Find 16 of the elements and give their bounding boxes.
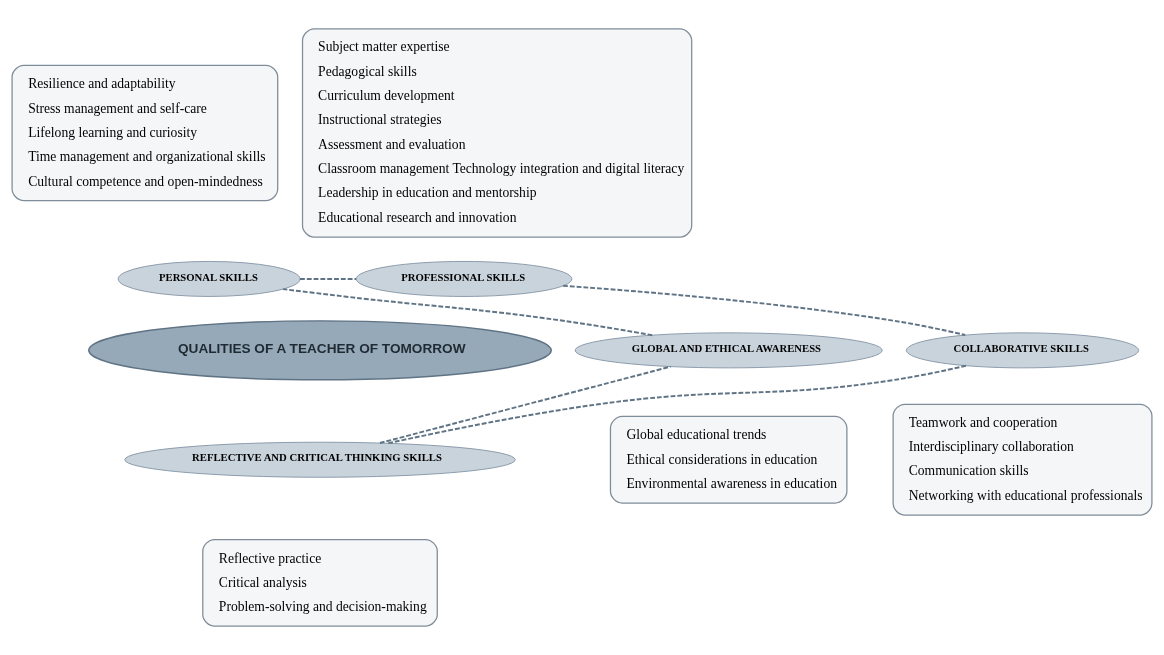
node-ellipse: QUALITIES OF A TEACHER OF TOMORROW	[88, 320, 552, 381]
connector	[282, 288, 654, 337]
node-ellipse: COLLABORATIVE SKILLS	[905, 332, 1140, 369]
node-box: Global educational trends Ethical considerations in education Environmental awareness in education	[609, 415, 848, 504]
node-box: Reflective practice Critical analysis Problem-solving and decision-making	[202, 538, 438, 627]
connector	[387, 364, 967, 445]
node-ellipse: PROFESSIONAL SKILLS	[355, 260, 573, 297]
node-ellipse: REFLECTIVE AND CRITICAL THINKING SKILLS	[124, 441, 516, 478]
node-box: Resilience and adaptability Stress management and self-care Lifelong learning and curiosity Time management and organizational skills Cultural competence and open-mindedness	[11, 64, 279, 202]
node-box: Subject matter expertise Pedagogical skills Curriculum development Instructional strategies Assessment and evaluation Classroom management Technology integration and digital literacy Leadership in education and mentorship Educational research and innovation	[301, 28, 693, 238]
connector	[299, 277, 358, 280]
connector	[562, 284, 967, 336]
connector	[378, 365, 672, 444]
node-ellipse: GLOBAL AND ETHICAL AWARENESS	[574, 332, 883, 369]
node-ellipse: PERSONAL SKILLS	[117, 260, 301, 297]
node-box: Teamwork and cooperation Interdisciplinary collaboration Communication skills Networking with educational professionals	[892, 403, 1153, 516]
